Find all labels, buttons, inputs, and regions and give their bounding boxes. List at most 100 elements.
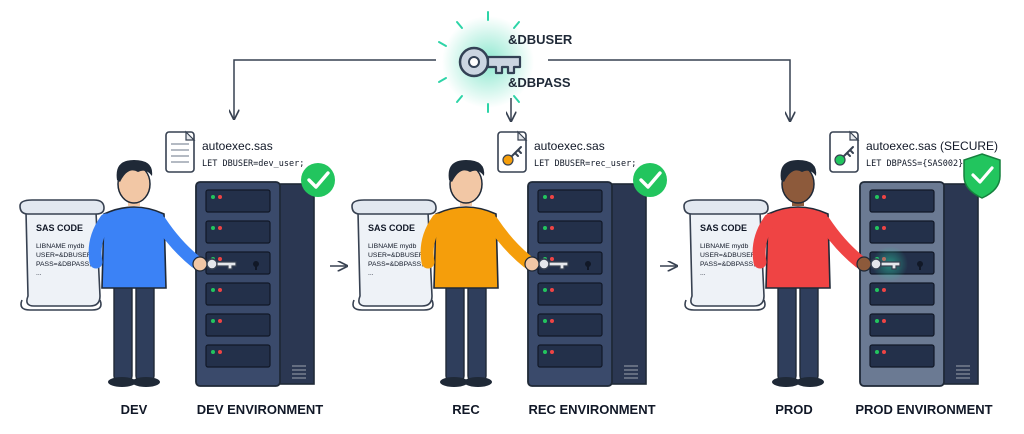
secure-key-document-icon <box>834 146 854 166</box>
master-key: &DBUSER &DBPASS <box>438 11 573 113</box>
left-arm <box>88 213 113 269</box>
key-document-icon <box>502 146 522 166</box>
led-green <box>875 319 879 323</box>
led-red <box>882 350 886 354</box>
master-key-line1: &DBUSER <box>508 32 573 47</box>
led-green <box>543 226 547 230</box>
led-green <box>875 350 879 354</box>
led-green <box>543 319 547 323</box>
keyhole-icon <box>917 261 923 270</box>
scroll-line: PASS=&DBPASS; <box>368 261 423 268</box>
left-shoe <box>440 377 468 387</box>
right-leg <box>799 283 819 381</box>
torso <box>765 206 831 289</box>
server-unit <box>537 313 603 337</box>
scroll-line: PASS=&DBPASS; <box>700 261 755 268</box>
shield-check-icon <box>963 153 1001 199</box>
hand <box>856 256 872 272</box>
left-shoe <box>108 377 136 387</box>
led-red <box>882 319 886 323</box>
scroll-line: USER=&DBUSER <box>36 252 92 259</box>
glow-rays <box>438 11 520 113</box>
person <box>420 160 569 387</box>
hair <box>448 160 485 182</box>
server-unit <box>869 344 935 368</box>
scroll-line: LIBNAME mydb <box>36 243 85 250</box>
autoexec-file: autoexec.sas (SECURE)LET DBPASS={SAS002}… <box>829 130 998 173</box>
scroll-top-roll <box>351 199 437 215</box>
led-green <box>211 350 215 354</box>
left-leg <box>113 283 133 381</box>
environment-label: PROD ENVIRONMENT <box>855 402 992 417</box>
scroll-line: PASS=&DBPASS; <box>36 261 91 268</box>
led-green <box>543 288 547 292</box>
led-green <box>211 319 215 323</box>
keyhole-icon <box>585 261 591 270</box>
left-arm <box>420 213 445 269</box>
led-red <box>218 350 222 354</box>
right-shoe <box>464 377 492 387</box>
person-label: DEV <box>121 402 148 417</box>
led-green <box>211 288 215 292</box>
led-red <box>550 257 554 261</box>
scroll-line: ... <box>368 270 374 277</box>
hair <box>780 160 817 182</box>
environment-label: REC ENVIRONMENT <box>528 402 655 417</box>
server-unit <box>869 189 935 213</box>
scroll-line: USER=&DBUSER <box>700 252 756 259</box>
scroll-line: LIBNAME mydb <box>700 243 749 250</box>
person <box>752 160 908 387</box>
torso <box>433 206 499 289</box>
check-icon <box>633 163 667 197</box>
server-rack <box>859 181 979 387</box>
glowing-key-icon <box>458 46 522 78</box>
led-green <box>875 226 879 230</box>
server-unit <box>205 220 271 244</box>
led-red <box>218 195 222 199</box>
server-unit <box>205 189 271 213</box>
led-red <box>550 350 554 354</box>
server-unit <box>205 344 271 368</box>
file-corner <box>849 130 860 141</box>
server-unit <box>869 313 935 337</box>
left-leg <box>777 283 797 381</box>
right-arm <box>153 215 203 269</box>
left-shoe <box>772 377 800 387</box>
led-red <box>550 226 554 230</box>
led-green <box>211 195 215 199</box>
server-unit <box>537 282 603 306</box>
scroll-bottom-roll <box>20 299 102 311</box>
scroll-bottom-roll <box>352 299 434 311</box>
file-name: autoexec.sas <box>202 139 273 153</box>
led-green <box>875 195 879 199</box>
scroll-top-roll <box>19 199 105 215</box>
right-shoe <box>796 377 824 387</box>
led-red <box>218 226 222 230</box>
server-unit <box>869 282 935 306</box>
scroll-line: LIBNAME mydb <box>368 243 417 250</box>
scroll-top-roll <box>683 199 769 215</box>
file-line: LET DBUSER=rec_user; <box>534 159 636 169</box>
check-icon <box>301 163 335 197</box>
file-corner <box>517 130 528 141</box>
server-unit <box>537 344 603 368</box>
server-rack <box>527 181 647 387</box>
hand <box>524 256 540 272</box>
scroll-line: ... <box>36 270 42 277</box>
scroll-title: SAS CODE <box>368 223 415 233</box>
file-name: autoexec.sas (SECURE) <box>866 139 998 153</box>
glowing-key-icon <box>870 246 908 282</box>
environment-label: DEV ENVIRONMENT <box>197 402 323 417</box>
server-unit <box>869 220 935 244</box>
led-red <box>218 257 222 261</box>
keyhole-icon <box>253 261 259 270</box>
person-label: REC <box>452 402 480 417</box>
person <box>88 160 237 387</box>
